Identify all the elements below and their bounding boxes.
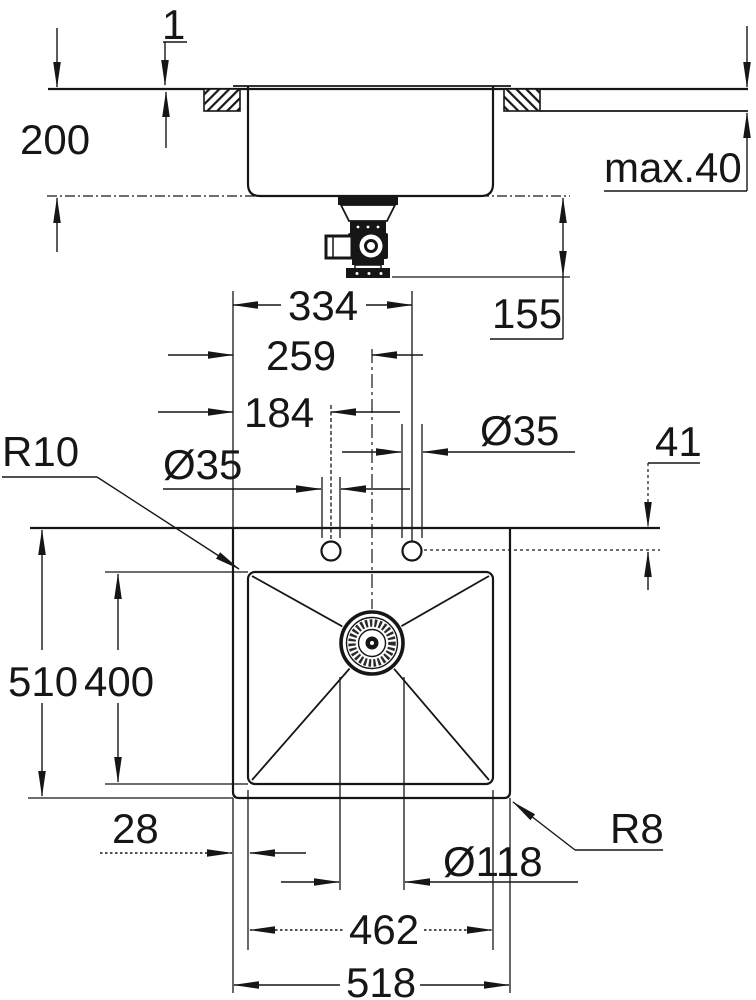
dim-counter-thickness: max.40 [604, 26, 751, 192]
dim-drain-diameter: Ø118 [281, 838, 578, 886]
dim-bowl-depth-label: 200 [20, 116, 90, 163]
dim-sink-width: 518 [233, 959, 510, 1000]
dim-d35-right-label: Ø35 [480, 407, 559, 454]
dim-518-label: 518 [346, 959, 416, 1000]
trap-outlet [324, 234, 354, 260]
dim-41-label: 41 [655, 418, 702, 465]
dim-bowl-width: 462 [249, 906, 493, 953]
drain [338, 609, 406, 677]
dim-bowl-corner-radius: R10 [2, 428, 240, 570]
dim-hole-diameter-left: Ø35 [163, 441, 410, 493]
section-view: 1 200 max.40 155 [20, 1, 751, 340]
bowl-outline [246, 570, 495, 786]
dim-462-label: 462 [349, 906, 419, 953]
dim-d35-left-label: Ø35 [163, 441, 242, 488]
dim-centerline-offset: 259 [168, 332, 423, 379]
dim-400-label: 400 [84, 658, 154, 705]
dim-28-label: 28 [112, 805, 159, 852]
sink-outline [231, 528, 512, 800]
dim-undersink-clearance: 155 [490, 197, 567, 340]
dim-d118-label: Ø118 [443, 838, 543, 885]
dim-bowl-side-inset: 28 [100, 805, 306, 857]
dim-sink-corner-radius: R8 [512, 801, 664, 852]
dim-334-label: 334 [288, 282, 358, 329]
dim-259-label: 259 [266, 332, 336, 379]
dim-510-label: 510 [8, 658, 78, 705]
dim-bowl-depth: 200 [20, 28, 90, 252]
dim-hole-left-offset: 184 [158, 389, 400, 436]
dim-r10-label: R10 [2, 428, 79, 475]
dim-undersink-clearance-label: 155 [492, 290, 562, 337]
dim-hole-right-offset: 334 [232, 282, 413, 329]
dim-rim-height: 1 [161, 1, 187, 148]
dim-r8-label: R8 [610, 805, 664, 852]
dim-hole-diameter-right: Ø35 [342, 407, 575, 456]
dim-bowl-depth-plan: 400 [84, 573, 154, 783]
counter-hatch-right [503, 88, 541, 112]
faucet-hole-right [401, 540, 423, 562]
plan-view: 334 259 184 Ø35 Ø35 [2, 282, 702, 1000]
dim-counter-thickness-label: max.40 [604, 144, 742, 191]
dim-184-label: 184 [244, 389, 314, 436]
dim-sink-depth: 510 [8, 529, 78, 797]
drain-trap [324, 197, 398, 278]
bowl-slope-diagonals [251, 575, 490, 781]
bowl-section-outline [246, 86, 495, 198]
faucet-hole-left [320, 540, 342, 562]
dim-rim-height-label: 1 [162, 1, 185, 48]
dim-hole-inset: 41 [644, 418, 702, 590]
counter-hatch-left [203, 88, 241, 112]
